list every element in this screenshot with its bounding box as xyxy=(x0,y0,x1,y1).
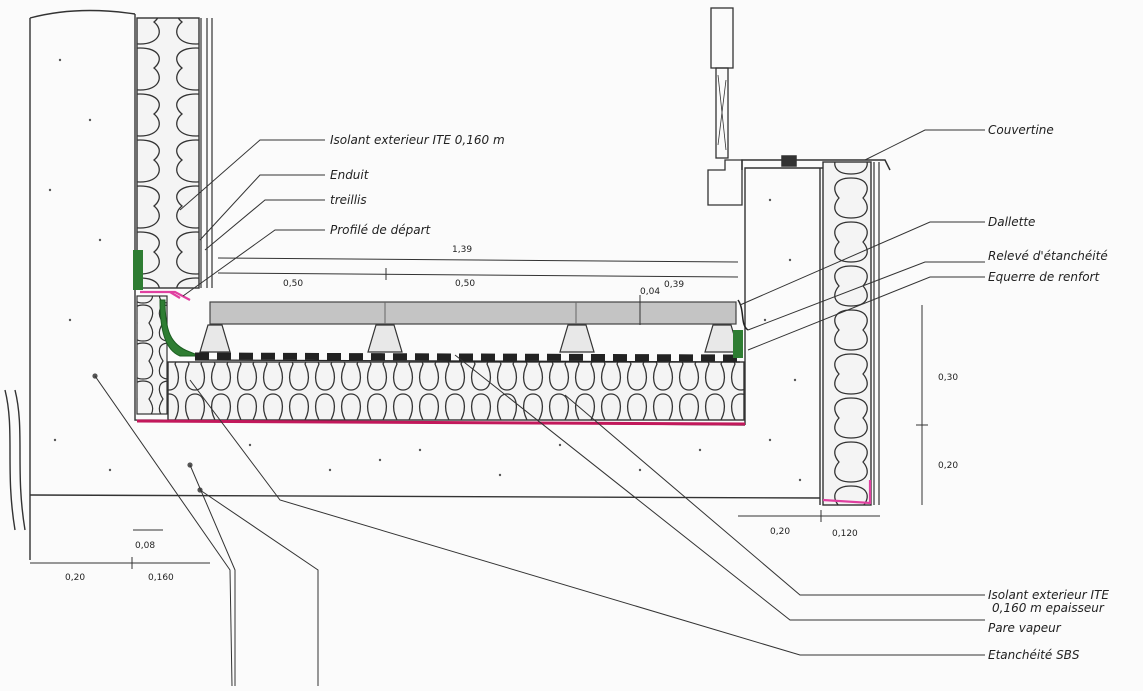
concrete-outline xyxy=(4,9,823,560)
vapour-barrier-line xyxy=(136,419,746,426)
label-dallette: Dallette xyxy=(988,215,1035,229)
sbs-membrane xyxy=(194,352,741,363)
parapet-render xyxy=(873,162,880,505)
dim-w-160: 0,160 xyxy=(148,573,174,583)
label-enduit: Enduit xyxy=(330,168,370,182)
releve-right xyxy=(737,299,749,331)
roof-insulation xyxy=(167,361,745,421)
leader-lines xyxy=(94,129,985,687)
parapet-starter-profile xyxy=(822,480,872,505)
label-profile: Profilé de départ xyxy=(330,223,432,237)
dim-w-20-left: 0,20 xyxy=(65,573,85,583)
label-etancheite-sbs: Etanchéité SBS xyxy=(988,648,1080,662)
dim-total: 1,39 xyxy=(452,245,472,255)
dim-w-08: 0,08 xyxy=(135,541,155,551)
dim-w-120: 0,120 xyxy=(832,529,858,539)
slab-pedestals xyxy=(199,324,740,353)
label-pare-vapeur: Pare vapeur xyxy=(988,621,1062,635)
green-corner-top xyxy=(133,250,143,290)
label-couvertine: Couvertine xyxy=(988,123,1054,137)
equerre-right xyxy=(733,330,743,358)
equerre-left xyxy=(159,299,201,357)
label-treillis: treillis xyxy=(330,193,367,207)
dim-span-a: 0,50 xyxy=(283,279,303,289)
label-isolant-top: Isolant exterieur ITE 0,160 m xyxy=(330,133,505,147)
label-isolant-bottom-2: 0,160 m epaisseur xyxy=(992,601,1105,615)
dim-w-20-right: 0,20 xyxy=(770,527,790,537)
left-wall-render xyxy=(200,18,213,288)
label-equerre: Equerre de renfort xyxy=(988,270,1100,284)
dim-span-b: 0,50 xyxy=(455,279,475,289)
left-wall-insulation xyxy=(136,17,200,289)
parapet-insulation xyxy=(822,161,872,506)
dim-end: 0,39 xyxy=(664,280,684,290)
dimension-lines xyxy=(30,257,928,569)
dim-h-20: 0,20 xyxy=(938,461,958,471)
label-isolant-bottom-1: Isolant exterieur ITE xyxy=(988,588,1109,602)
railing-post xyxy=(707,7,743,206)
dim-h-30: 0,30 xyxy=(938,373,958,383)
starter-profile xyxy=(140,290,191,301)
dallette-slab xyxy=(209,301,737,325)
dim-thick: 0,04 xyxy=(640,287,660,297)
label-releve: Relevé d'étanchéité xyxy=(988,249,1108,263)
